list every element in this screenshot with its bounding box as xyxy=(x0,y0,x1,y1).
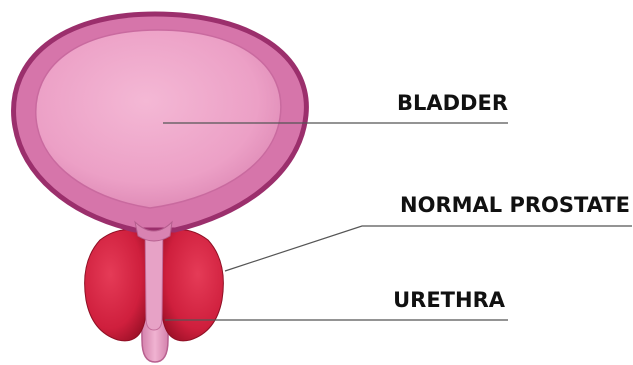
prostate-leader-line xyxy=(225,226,632,271)
prostate-left-lobe xyxy=(85,230,149,341)
prostate-right-lobe xyxy=(159,230,223,341)
urethra-label: URETHRA xyxy=(393,288,506,312)
bladder-label: BLADDER xyxy=(397,91,508,115)
normal-prostate-label: NORMAL PROSTATE xyxy=(400,193,630,217)
